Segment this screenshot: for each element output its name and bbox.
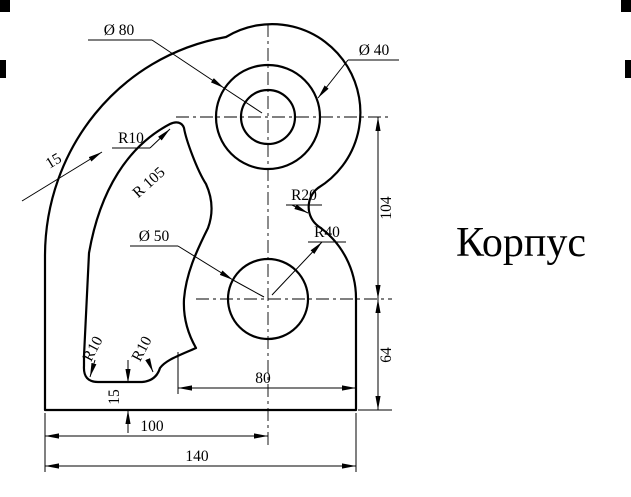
leader-line (271, 241, 323, 296)
dim-dia-50: Ø 50 (130, 228, 265, 298)
dim-r10-bottom-right: R10 (128, 333, 156, 373)
dim-r10-top: R10 (112, 128, 171, 149)
leader-extension (232, 279, 265, 298)
r10-bottom-right-label: R10 (128, 333, 155, 364)
artifact-left-edge (0, 60, 6, 78)
part-title: Корпус (456, 220, 586, 266)
dia-80-label: Ø 80 (104, 22, 135, 39)
artifact-right-edge (625, 60, 631, 78)
leader-line (151, 39, 225, 89)
top-bore-outer-circle (214, 63, 322, 171)
dia-40-label: Ø 40 (359, 42, 390, 59)
leader-line (317, 59, 349, 99)
dim-80: 80 (177, 352, 356, 394)
part-outline (43, 23, 362, 412)
dim-15-bottom: 15 (106, 360, 131, 433)
dia-50-label: Ø 50 (139, 228, 170, 245)
dim-r40: R40 (271, 224, 346, 296)
r105-label: R 105 (129, 164, 168, 202)
dim-100-label: 100 (140, 418, 164, 435)
leader-line (149, 128, 171, 149)
leader-line (177, 245, 234, 281)
leader-line (291, 204, 309, 214)
dim-100: 100 (44, 413, 268, 472)
scan-artifacts (0, 0, 631, 78)
dim-104-label: 104 (378, 196, 395, 220)
slot-contour (82, 121, 213, 384)
leader-line (21, 151, 103, 202)
top-bore-inner-circle (239, 88, 297, 146)
dim-64-label: 64 (378, 347, 395, 363)
dim-dia-40: Ø 40 (317, 42, 399, 99)
r40-label: R40 (314, 224, 340, 241)
outer-contour (43, 23, 362, 412)
dim-15-label: 15 (106, 389, 123, 405)
bottom-bore-circle (226, 257, 310, 341)
dim-wall-15: 15 (21, 150, 103, 202)
dim-104: 104 (375, 117, 395, 299)
r20-label: R20 (291, 187, 317, 204)
r10-top-label: R10 (118, 130, 144, 147)
centerlines (176, 24, 392, 446)
artifact-top-left (0, 0, 10, 12)
artifact-top-right (621, 0, 631, 12)
leader-extension (223, 87, 263, 114)
leader-line (89, 359, 97, 378)
dim-r20: R20 (286, 187, 322, 214)
dim-80-label: 80 (255, 370, 271, 387)
dim-140: 140 (45, 413, 357, 472)
dim-64: 64 (358, 299, 395, 411)
dim-dia-80: Ø 80 (88, 22, 263, 114)
dim-140-label: 140 (185, 448, 209, 465)
leader-line (145, 358, 154, 373)
